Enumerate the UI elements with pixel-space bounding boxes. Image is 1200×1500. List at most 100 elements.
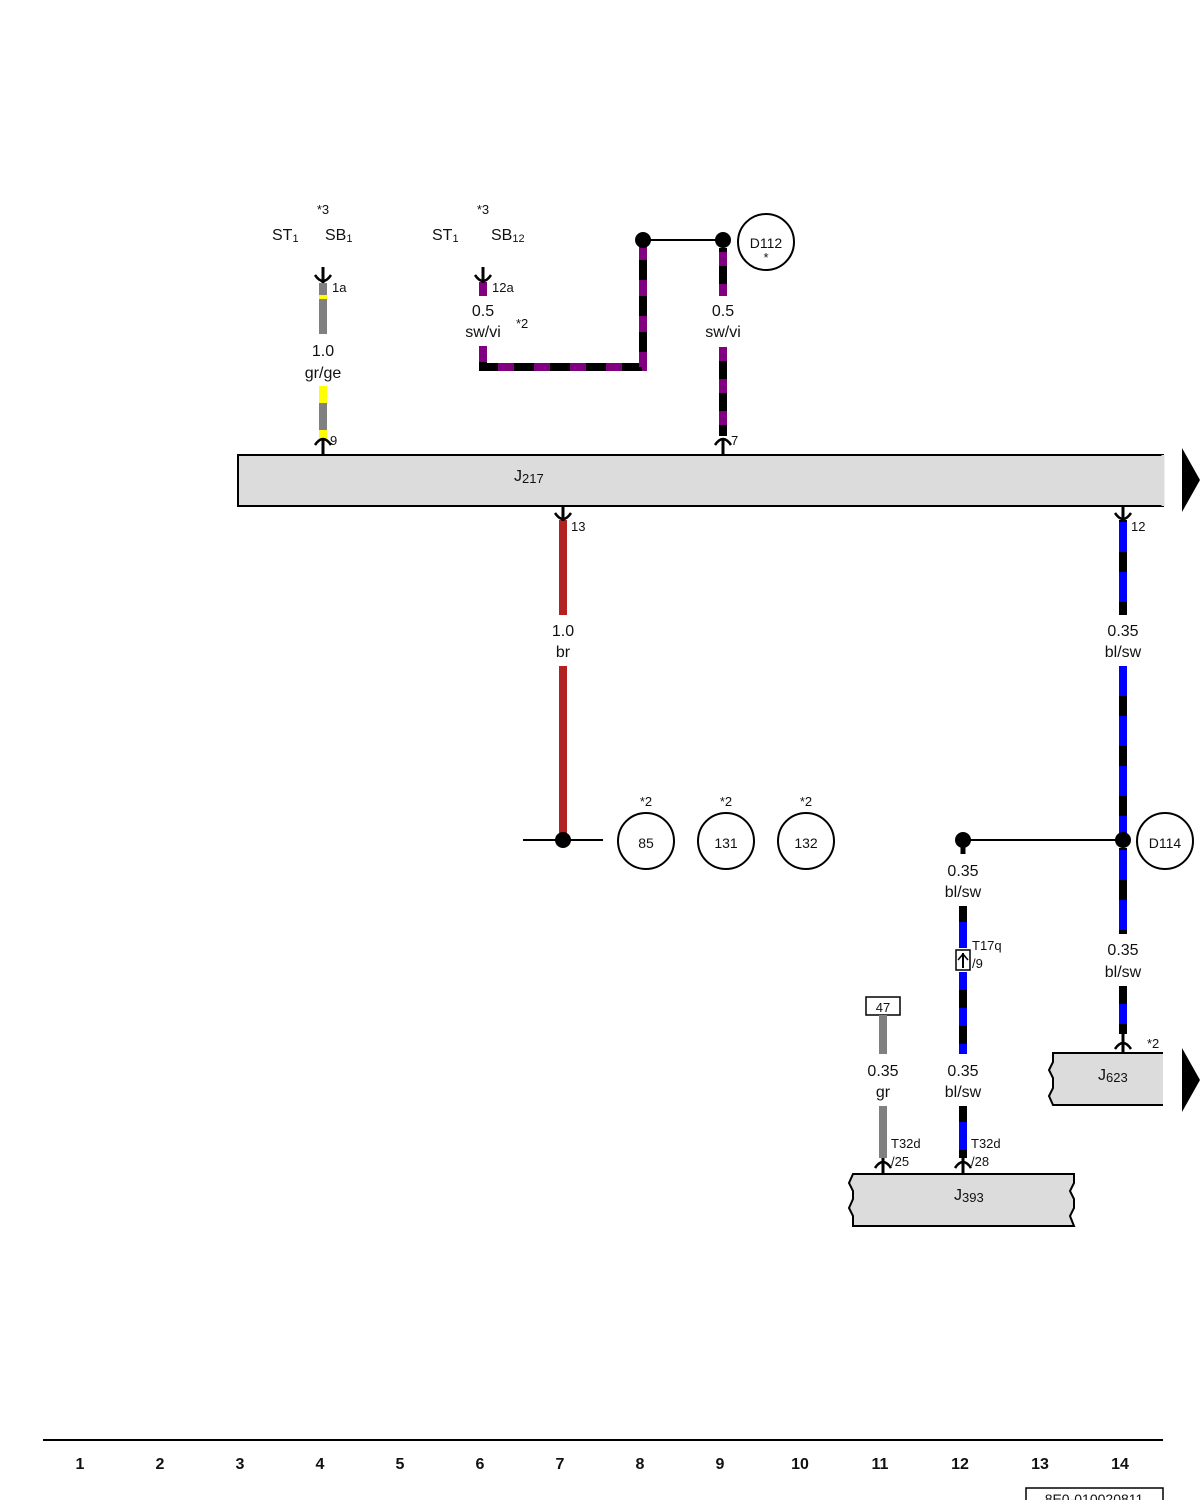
column-number: 14 [1111, 1456, 1129, 1473]
diagram-code: 8E0-010020811 [1045, 1491, 1144, 1500]
wire-color-code: bl/sw [1105, 964, 1142, 981]
column-number: 11 [872, 1456, 889, 1473]
splice-br [523, 832, 603, 848]
wire-size: 1.0 [552, 623, 574, 640]
column-number: 3 [236, 1456, 245, 1473]
column-number: 7 [556, 1456, 565, 1473]
wire-color-code: sw/vi [705, 324, 741, 341]
pin-symbol [953, 1158, 973, 1174]
reference-85: *2 85 [617, 794, 675, 870]
terminal-label: 47 [876, 1000, 890, 1015]
pin-label: 12a [492, 280, 514, 295]
component-label: J393 [954, 1187, 984, 1205]
wire-gr-ge: 1.0 gr/ge 1a 9 [305, 280, 347, 448]
connector-pin: /25 [891, 1154, 909, 1169]
wire-color-code: gr/ge [305, 365, 342, 382]
column-number: 2 [156, 1456, 165, 1473]
continuation-arrow-right [1182, 1048, 1200, 1112]
column-number: 6 [476, 1456, 485, 1473]
wire-note: *2 [516, 316, 528, 331]
reference-note: *2 [720, 794, 732, 809]
wire-color-code: gr [876, 1084, 891, 1101]
connector-t17q: T17q /9 [955, 938, 1002, 971]
ground-point-label: D112 [750, 235, 783, 251]
pin-label: 7 [731, 433, 738, 448]
column-number: 13 [1031, 1456, 1049, 1473]
connector-name: T32d [971, 1136, 1001, 1151]
pin-symbol [553, 506, 573, 521]
component-label: J623 [1098, 1067, 1128, 1085]
wire-gr: 0.35 gr T32d /25 [867, 1015, 921, 1169]
pin-symbol [473, 267, 493, 283]
ground-point-d112: D112 * [737, 213, 795, 271]
wire-color-code: bl/sw [945, 884, 982, 901]
pin-label: 1a [332, 280, 347, 295]
column-numbers: 1 2 3 4 5 6 7 8 9 10 11 12 13 14 [76, 1456, 1129, 1473]
fuse-sb12-name: SB12 [491, 227, 525, 245]
wire-sw-vi-j217: 0.5 sw/vi 7 [705, 248, 741, 448]
column-number: 4 [316, 1456, 325, 1473]
diagram-code-box: 8E0-010020811 [1025, 1487, 1164, 1500]
pin-symbol [313, 437, 333, 455]
column-number: 8 [636, 1456, 645, 1473]
column-number: 10 [791, 1456, 809, 1473]
column-number: 9 [716, 1456, 725, 1473]
fuse-label-sb12: *3 ST1 SB12 [432, 202, 525, 245]
continuation-arrow-right [1182, 448, 1200, 512]
column-number: 1 [76, 1456, 85, 1473]
fuse-note-sb12: *3 [477, 202, 489, 217]
splice-d114 [955, 832, 1131, 854]
reference-132: *2 132 [777, 794, 835, 870]
ground-point-label: D114 [1149, 835, 1182, 851]
wire-color-code: bl/sw [945, 1084, 982, 1101]
pin-symbol [313, 267, 333, 283]
wire-size: 0.35 [1107, 623, 1138, 640]
splice-d112 [635, 232, 731, 248]
ground-point-d114: D114 [1136, 812, 1194, 870]
wire-size: 0.5 [712, 303, 734, 320]
fuse-label-sb1: *3 ST1 SB1 [272, 202, 352, 245]
component-j393: J393 [847, 1173, 1076, 1227]
reference-number: 131 [714, 835, 738, 851]
fuse-note-sb1: *3 [317, 202, 329, 217]
wire-size: 0.35 [867, 1063, 898, 1080]
reference-131: *2 131 [697, 794, 755, 870]
component-j217: J217 [237, 454, 1165, 507]
pin-label: 12 [1131, 519, 1145, 534]
reference-number: 132 [794, 835, 818, 851]
pin-symbol [873, 1158, 893, 1174]
wire-bl-sw-t17q: 0.35 bl/sw [945, 863, 982, 1054]
wire-color-code: br [556, 644, 571, 661]
component-label: J217 [514, 468, 544, 486]
connector-pin: /28 [971, 1154, 989, 1169]
component-j623: J623 [1047, 1052, 1163, 1106]
wire-br: 1.0 br 13 [552, 519, 585, 838]
connector-name: T32d [891, 1136, 921, 1151]
pin-label: 13 [571, 519, 585, 534]
pin-label: 9 [330, 433, 337, 448]
wire-bl-sw-j393: 0.35 bl/sw T32d /28 [945, 1063, 1001, 1169]
column-number: 12 [951, 1456, 969, 1473]
wire-size: 1.0 [312, 343, 334, 360]
reference-number: 85 [638, 835, 654, 851]
pin-symbol [713, 437, 733, 455]
reference-note: *2 [800, 794, 812, 809]
wire-color-code: sw/vi [465, 324, 501, 341]
wire-size: 0.35 [947, 1063, 978, 1080]
wire-size: 0.5 [472, 303, 494, 320]
wire-bl-sw-upper: 0.35 bl/sw 12 [1105, 519, 1145, 838]
pin-symbol [1113, 506, 1133, 521]
fuse-st-left: ST1 [272, 227, 299, 245]
wire-color-code: bl/sw [1105, 644, 1142, 661]
wire-size: 0.35 [947, 863, 978, 880]
fuse-sb1-name: SB1 [325, 227, 352, 245]
pin-symbol [1113, 1034, 1133, 1055]
wire-sw-vi-fuse: 0.5 sw/vi *2 12a [465, 240, 647, 371]
column-number: 5 [396, 1456, 405, 1473]
wire-bl-sw-j623: 0.35 bl/sw *2 [1105, 848, 1159, 1051]
ground-point-note: * [763, 250, 768, 265]
wire-size: 0.35 [1107, 942, 1138, 959]
reference-note: *2 [640, 794, 652, 809]
connector-name: T17q [972, 938, 1002, 953]
